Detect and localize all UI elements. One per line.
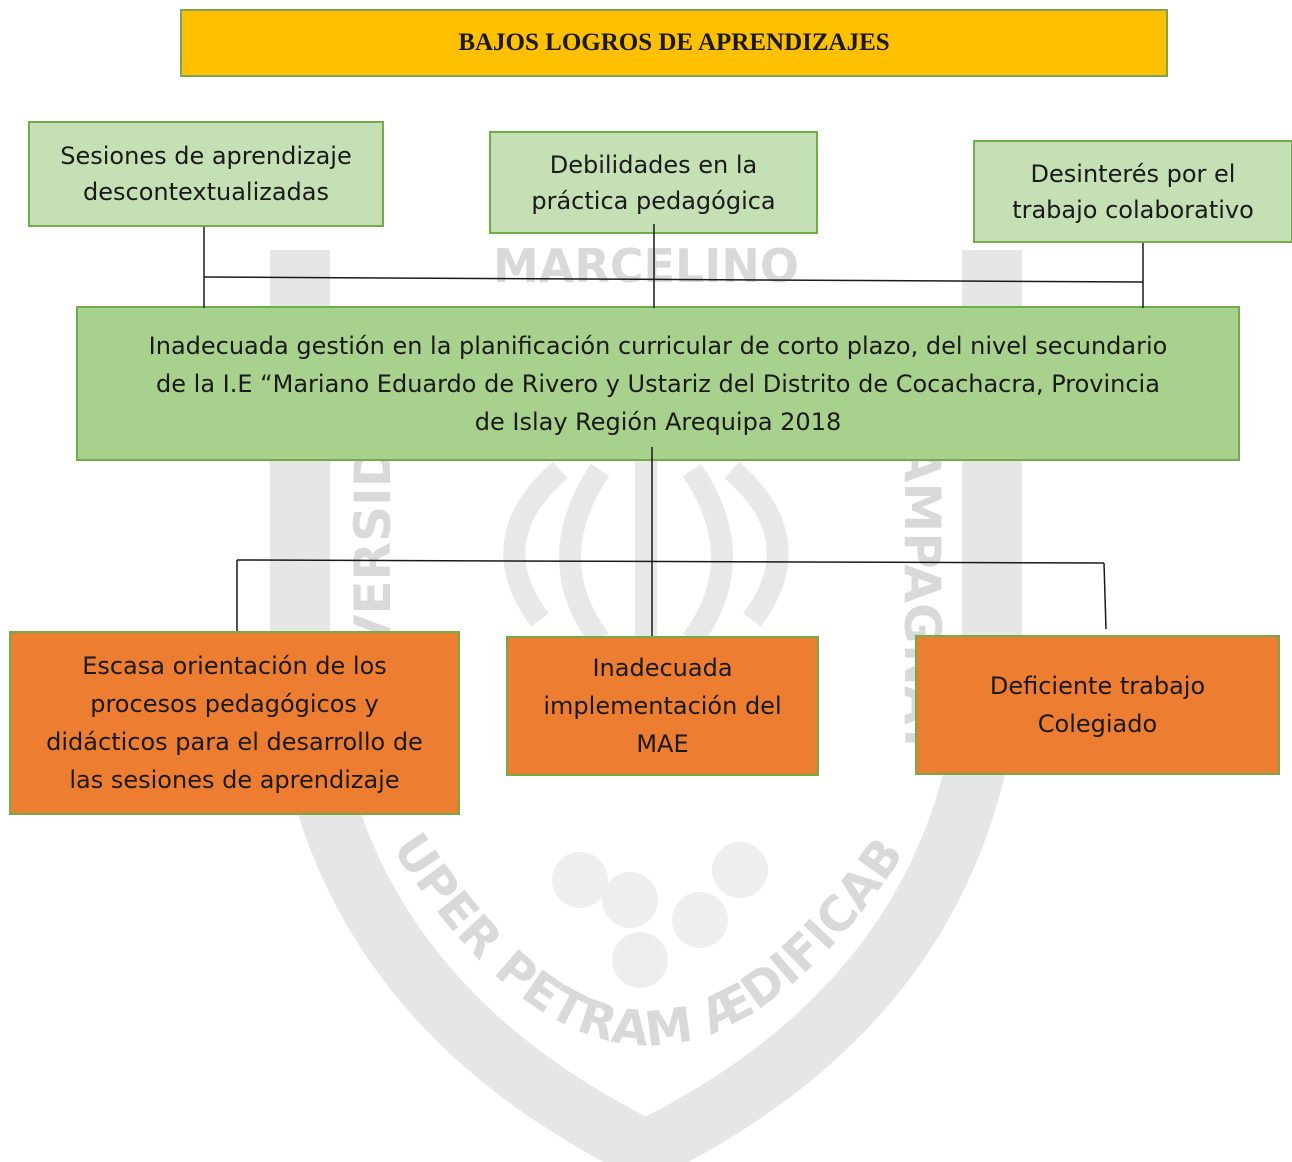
bottom-cause-box-3: Deficiente trabajo Colegiado <box>915 635 1280 775</box>
watermark-top-text: MARCELINO <box>493 239 799 293</box>
top-cause-text-2: Debilidades en la práctica pedagógica <box>531 150 776 215</box>
central-problem-text: Inadecuada gestión en la planificación c… <box>148 331 1168 436</box>
top-cause-text-3: Desinterés por el trabajo colaborativo <box>1012 159 1254 224</box>
connector-top-horizontal <box>203 276 1144 283</box>
connector-bottom-right-vertical <box>1103 562 1107 630</box>
effect-title-text: BAJOS LOGROS DE APRENDIZAJES <box>458 29 890 56</box>
central-problem-box: Inadecuada gestión en la planificación c… <box>76 306 1240 461</box>
bottom-cause-text-1: Escasa orientación de los procesos pedag… <box>46 652 423 794</box>
seal-lily-emblem <box>503 460 789 647</box>
top-cause-box-3: Desinterés por el trabajo colaborativo <box>973 140 1292 243</box>
connector-bottom-horizontal <box>236 559 1105 564</box>
seal-flower-emblem <box>552 842 768 988</box>
top-cause-box-2: Debilidades en la práctica pedagógica <box>489 131 818 234</box>
effect-title-box: BAJOS LOGROS DE APRENDIZAJES <box>180 9 1168 77</box>
top-cause-box-1: Sesiones de aprendizaje descontextualiza… <box>28 121 384 227</box>
bottom-cause-box-2: Inadecuada implementación del MAE <box>506 636 819 776</box>
top-cause-text-1: Sesiones de aprendizaje descontextualiza… <box>60 142 352 206</box>
bottom-cause-box-1: Escasa orientación de los procesos pedag… <box>9 631 460 815</box>
bottom-cause-text-3: Deficiente trabajo Colegiado <box>989 672 1206 738</box>
bottom-cause-text-2: Inadecuada implementación del MAE <box>543 654 782 758</box>
